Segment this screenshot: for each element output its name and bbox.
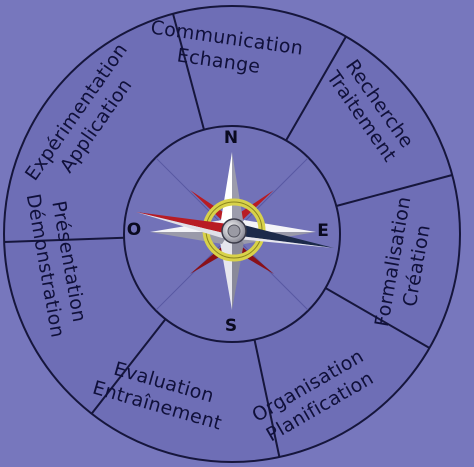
segment-divider [172, 13, 205, 130]
compass-rose: N S E O [127, 128, 334, 336]
compass-north-point [220, 152, 232, 232]
compass-letter-west: O [127, 220, 141, 240]
segment-divider [285, 36, 347, 141]
compass-needle-dark [232, 222, 334, 248]
segment-divider [90, 318, 167, 415]
segment-divider [4, 236, 125, 243]
compass-letter-north: N [224, 128, 238, 148]
segment-divider [253, 339, 281, 458]
compass-letter-south: S [225, 316, 237, 336]
compass-letter-east: E [317, 221, 329, 241]
segment-divider [325, 287, 430, 349]
segment-divider [336, 174, 453, 207]
segment-dividers [4, 13, 453, 458]
